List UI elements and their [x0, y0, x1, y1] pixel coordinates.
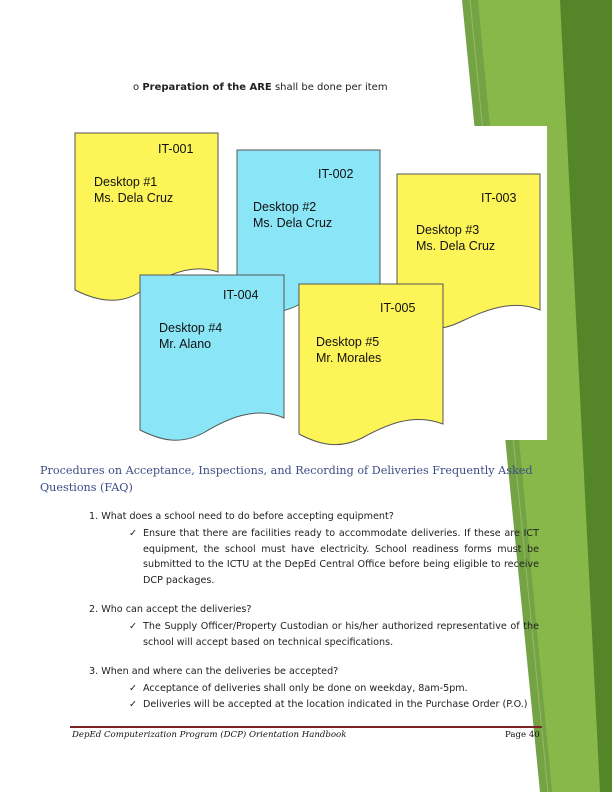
note-id-it-002: IT-002 — [318, 167, 354, 181]
heading-line-1: Procedures on Acceptance, Inspections, a… — [40, 464, 533, 477]
note-id-it-005: IT-005 — [380, 301, 416, 315]
note-line-owner: Mr. Morales — [316, 351, 382, 365]
answer-text: The Supply Officer/Property Custodian or… — [143, 621, 539, 648]
bullet-bold-text: Preparation of the ARE — [142, 82, 272, 93]
faq-answer-3-2: ✓ Deliveries will be accepted at the loc… — [129, 697, 539, 713]
note-line-desktop: Desktop #2 — [253, 200, 317, 214]
bullet-marker: o — [133, 82, 140, 93]
note-text-it-001: Desktop #1 Ms. Dela Cruz — [94, 174, 173, 206]
footer-page-number: Page 40 — [505, 730, 540, 740]
answer-text: Ensure that there are facilities ready t… — [143, 528, 539, 586]
heading-line-2: Questions (FAQ) — [40, 481, 133, 494]
faq-answer-2-1: ✓ The Supply Officer/Property Custodian … — [129, 619, 539, 650]
bullet-note: o Preparation of the ARE shall be done p… — [133, 82, 388, 93]
note-id-it-001: IT-001 — [158, 142, 194, 156]
footer-divider — [70, 726, 542, 728]
note-line-owner: Ms. Dela Cruz — [94, 191, 174, 205]
note-id-it-003: IT-003 — [481, 191, 517, 205]
note-line-desktop: Desktop #4 — [159, 321, 223, 335]
check-icon: ✓ — [129, 683, 138, 694]
section-heading: Procedures on Acceptance, Inspections, a… — [40, 462, 570, 496]
check-icon: ✓ — [129, 699, 138, 710]
faq-question-2: 2. Who can accept the deliveries? — [89, 604, 252, 615]
note-line-desktop: Desktop #1 — [94, 175, 158, 189]
note-text-it-004: Desktop #4 Mr. Alano — [159, 320, 222, 352]
note-text-it-005: Desktop #5 Mr. Morales — [316, 334, 381, 366]
note-line-desktop: Desktop #5 — [316, 335, 380, 349]
faq-answer-3-1: ✓ Acceptance of deliveries shall only be… — [129, 681, 539, 697]
check-icon: ✓ — [129, 528, 138, 539]
note-line-owner: Mr. Alano — [159, 337, 212, 351]
note-text-it-002: Desktop #2 Ms. Dela Cruz — [253, 199, 332, 231]
check-icon: ✓ — [129, 621, 138, 632]
note-shape-it-005 — [298, 283, 444, 446]
answer-text: Acceptance of deliveries shall only be d… — [143, 683, 468, 694]
note-text-it-003: Desktop #3 Ms. Dela Cruz — [416, 222, 495, 254]
faq-question-1: 1. What does a school need to do before … — [89, 511, 394, 522]
faq-question-3: 3. When and where can the deliveries be … — [89, 666, 339, 677]
note-shape-it-004 — [139, 274, 285, 441]
note-line-desktop: Desktop #3 — [416, 223, 480, 237]
note-line-owner: Ms. Dela Cruz — [416, 239, 496, 253]
answer-text: Deliveries will be accepted at the locat… — [143, 699, 528, 710]
note-id-it-004: IT-004 — [223, 288, 259, 302]
note-line-owner: Ms. Dela Cruz — [253, 216, 333, 230]
footer-handbook-title: DepEd Computerization Program (DCP) Orie… — [72, 730, 347, 740]
bullet-rest-text: shall be done per item — [274, 82, 388, 93]
faq-answer-1-1: ✓ Ensure that there are facilities ready… — [129, 526, 539, 588]
